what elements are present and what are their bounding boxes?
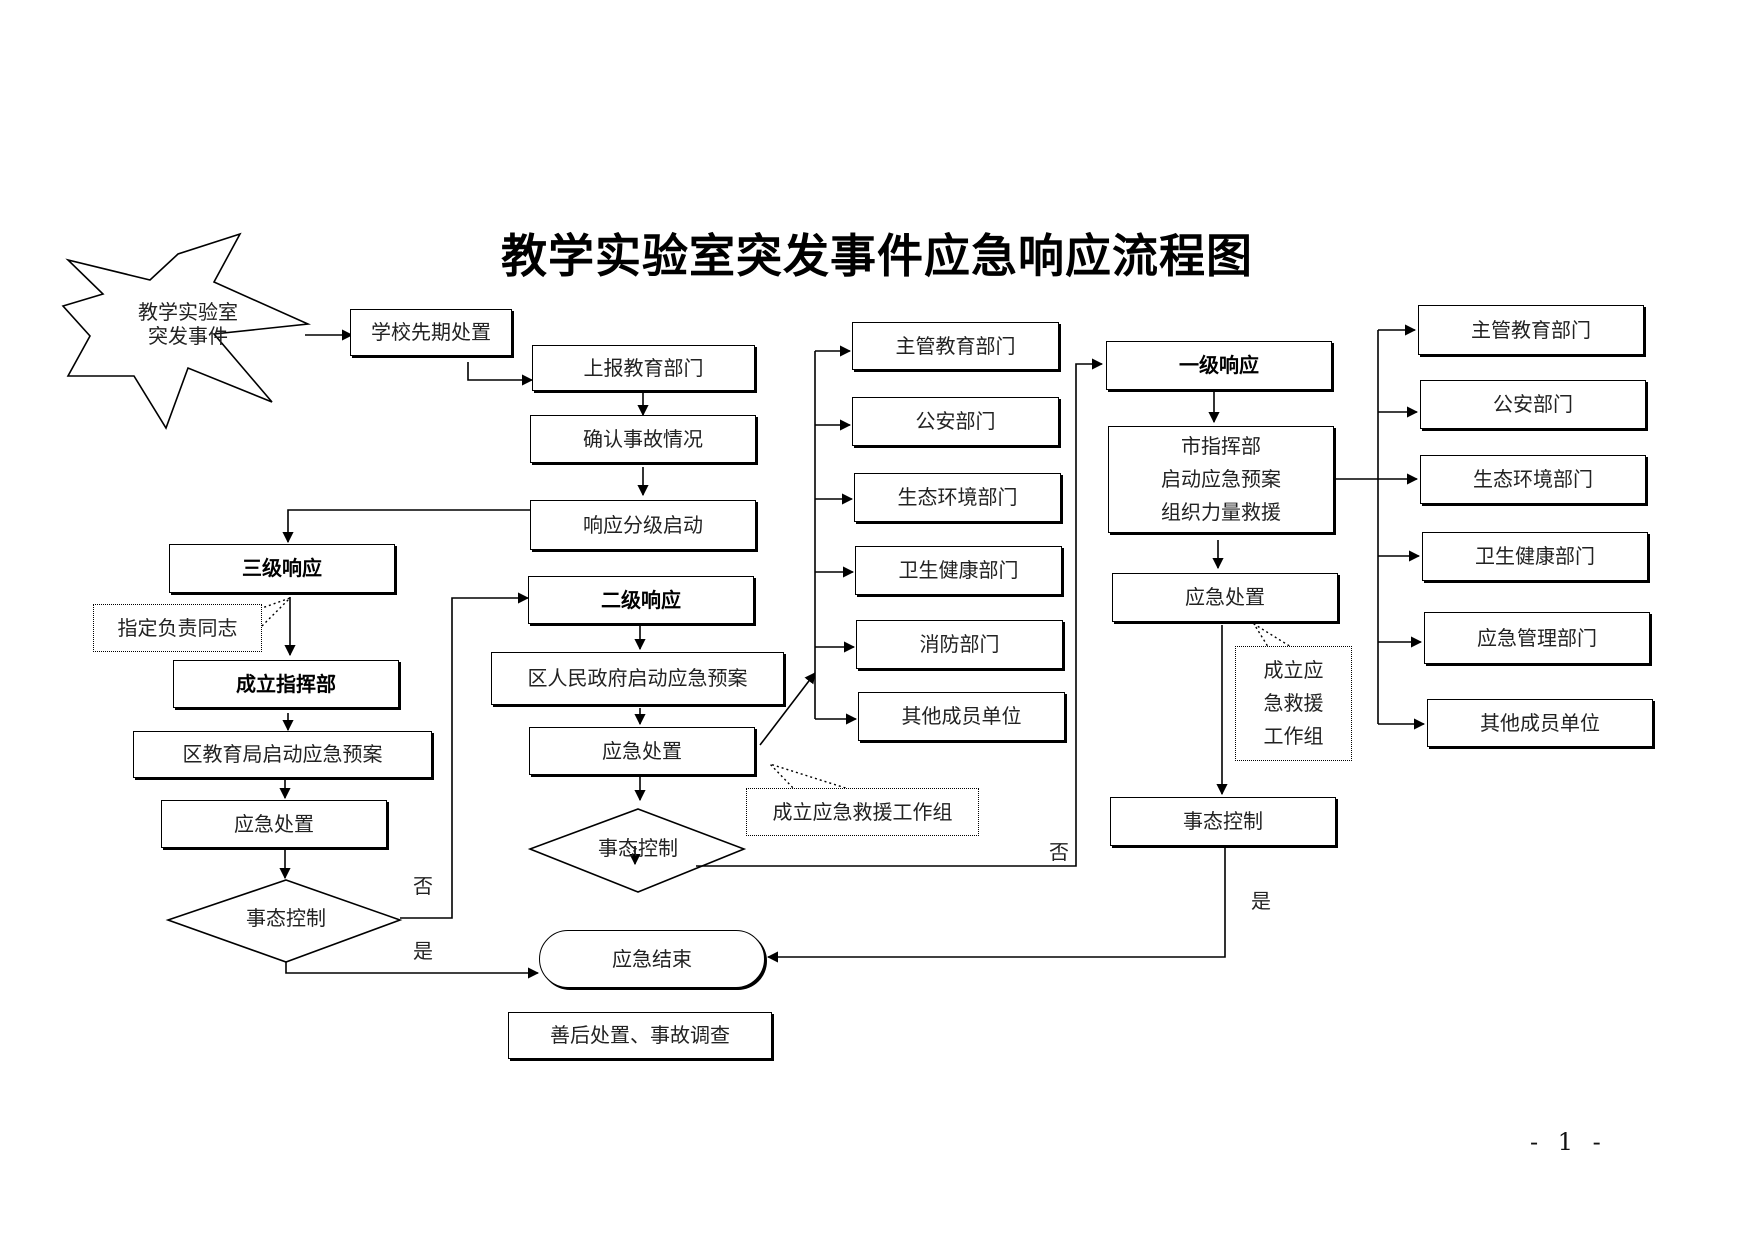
level3-no-label: 否: [413, 874, 433, 898]
l1-dept-environment: 生态环境部门: [1420, 455, 1646, 504]
graded-response-start-box: 响应分级启动: [530, 500, 756, 550]
level1-rescue-group-box: 成立应 急救援 工作组: [1235, 646, 1352, 761]
assign-responsible-box: 指定负责同志: [93, 604, 262, 652]
l2-dept-other: 其他成员单位: [858, 692, 1065, 741]
l2-dept-environment: 生态环境部门: [854, 473, 1061, 522]
level2-no-label: 否: [1049, 840, 1069, 864]
l1-dept-police: 公安部门: [1420, 380, 1646, 429]
level3-control-label: 事态控制: [246, 906, 326, 930]
l1-dept-health: 卫生健康部门: [1422, 532, 1648, 581]
level2-response-box: 二级响应: [528, 576, 754, 624]
level1-emergency-handling-box: 应急处置: [1112, 573, 1338, 622]
page-number: - 1 -: [1530, 1128, 1607, 1156]
aftermath-investigation-box: 善后处置、事故调查: [508, 1012, 772, 1059]
l1-dept-other: 其他成员单位: [1427, 699, 1653, 747]
school-initial-handling-box: 学校先期处置: [350, 309, 512, 356]
establish-hq-box: 成立指挥部: [173, 660, 399, 708]
report-education-dept-box: 上报教育部门: [532, 345, 755, 391]
start-event-label: 教学实验室 突发事件: [138, 300, 238, 348]
starburst-shape: [61, 232, 312, 430]
level1-response-box: 一级响应: [1106, 341, 1332, 390]
district-edu-plan-box: 区教育局启动应急预案: [133, 731, 432, 778]
level1-control-box: 事态控制: [1110, 797, 1336, 846]
confirm-accident-box: 确认事故情况: [530, 415, 756, 463]
page-title: 教学实验室突发事件应急响应流程图: [501, 229, 1253, 283]
emergency-end-box: 应急结束: [539, 930, 765, 988]
l2-control-diamond: [527, 808, 747, 893]
level2-control-label: 事态控制: [598, 836, 678, 860]
city-hq-plan-box: 市指挥部 启动应急预案 组织力量救援: [1108, 426, 1334, 533]
district-gov-plan-box: 区人民政府启动应急预案: [491, 652, 784, 705]
level1-yes-label: 是: [1251, 889, 1271, 913]
l2-dept-education: 主管教育部门: [852, 322, 1059, 370]
level3-response-box: 三级响应: [169, 544, 395, 593]
l2-dept-fire: 消防部门: [856, 620, 1063, 669]
level3-yes-label: 是: [413, 939, 433, 963]
level3-emergency-handling-box: 应急处置: [161, 800, 387, 848]
l1-dept-emergency-mgmt: 应急管理部门: [1424, 612, 1650, 664]
l1-dept-education: 主管教育部门: [1418, 305, 1644, 355]
level2-emergency-handling-box: 应急处置: [529, 727, 755, 775]
l2-dept-police: 公安部门: [852, 397, 1059, 446]
level2-rescue-group-box: 成立应急救援工作组: [746, 788, 979, 836]
l2-dept-health: 卫生健康部门: [855, 546, 1062, 595]
